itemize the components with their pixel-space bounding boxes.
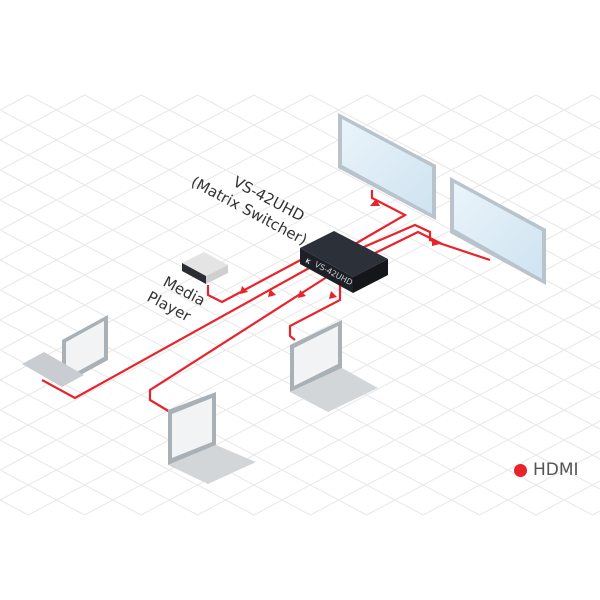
grid-line [535,480,600,516]
laptop-left [22,315,108,387]
grid-line [422,94,600,190]
grid-line [366,390,600,516]
isometric-grid [0,94,600,516]
grid-line [84,94,600,370]
legend-label: HDMI [533,460,579,480]
grid-line [0,94,367,291]
grid-line [0,409,198,516]
display-2 [450,177,546,285]
grid-line [140,94,600,340]
switcher-logo: K [304,258,312,267]
grid-line [0,94,198,201]
grid-line [0,139,600,460]
grid-line [479,450,600,516]
grid-line [592,510,600,516]
display-1 [338,113,436,220]
grid-line [253,330,600,516]
media-player [182,252,228,284]
grid-line [0,169,600,490]
grid-line [0,94,85,141]
grid-line [592,94,600,100]
grid-line [310,94,600,250]
grid-line [0,439,142,516]
grid-line [0,94,29,111]
hdmi-cables [41,190,491,416]
arrow-icon [432,238,440,246]
cable-output-1 [347,190,408,249]
grid-line [535,94,600,130]
arrow-icon [329,291,337,299]
grid-line [197,300,600,516]
grid-line [0,229,537,516]
laptop-middle [290,320,378,412]
arrow-icon [370,199,380,206]
arrow-icon [240,286,248,294]
grid-line [366,94,600,220]
cable-media-player [206,254,311,304]
grid-line [310,360,600,516]
grid-line [0,150,600,471]
grid-line [422,420,600,516]
cable-output-2 [356,223,491,262]
grid-line [0,259,480,516]
grid-line [0,94,142,171]
grid-line [0,94,255,231]
grid-line [0,499,29,516]
arrow-icon [268,289,276,297]
legend: HDMI [514,460,579,480]
arrow-icon [298,290,306,298]
cable-laptop-left [41,261,321,400]
grid-line [0,120,600,441]
cable-laptop-bottom [148,274,331,416]
matrix-switcher: K VS-42UHD [300,231,388,293]
grid-line [0,109,600,430]
cable-arrows [240,199,440,299]
laptop-bottom [168,392,256,484]
grid-line [0,94,311,261]
grid-line [0,94,480,351]
grid-line [0,379,255,516]
grid-line [0,469,85,516]
cable-laptop-middle [288,282,342,341]
grid-line [479,94,600,160]
hdmi-legend-dot-icon [514,463,527,477]
